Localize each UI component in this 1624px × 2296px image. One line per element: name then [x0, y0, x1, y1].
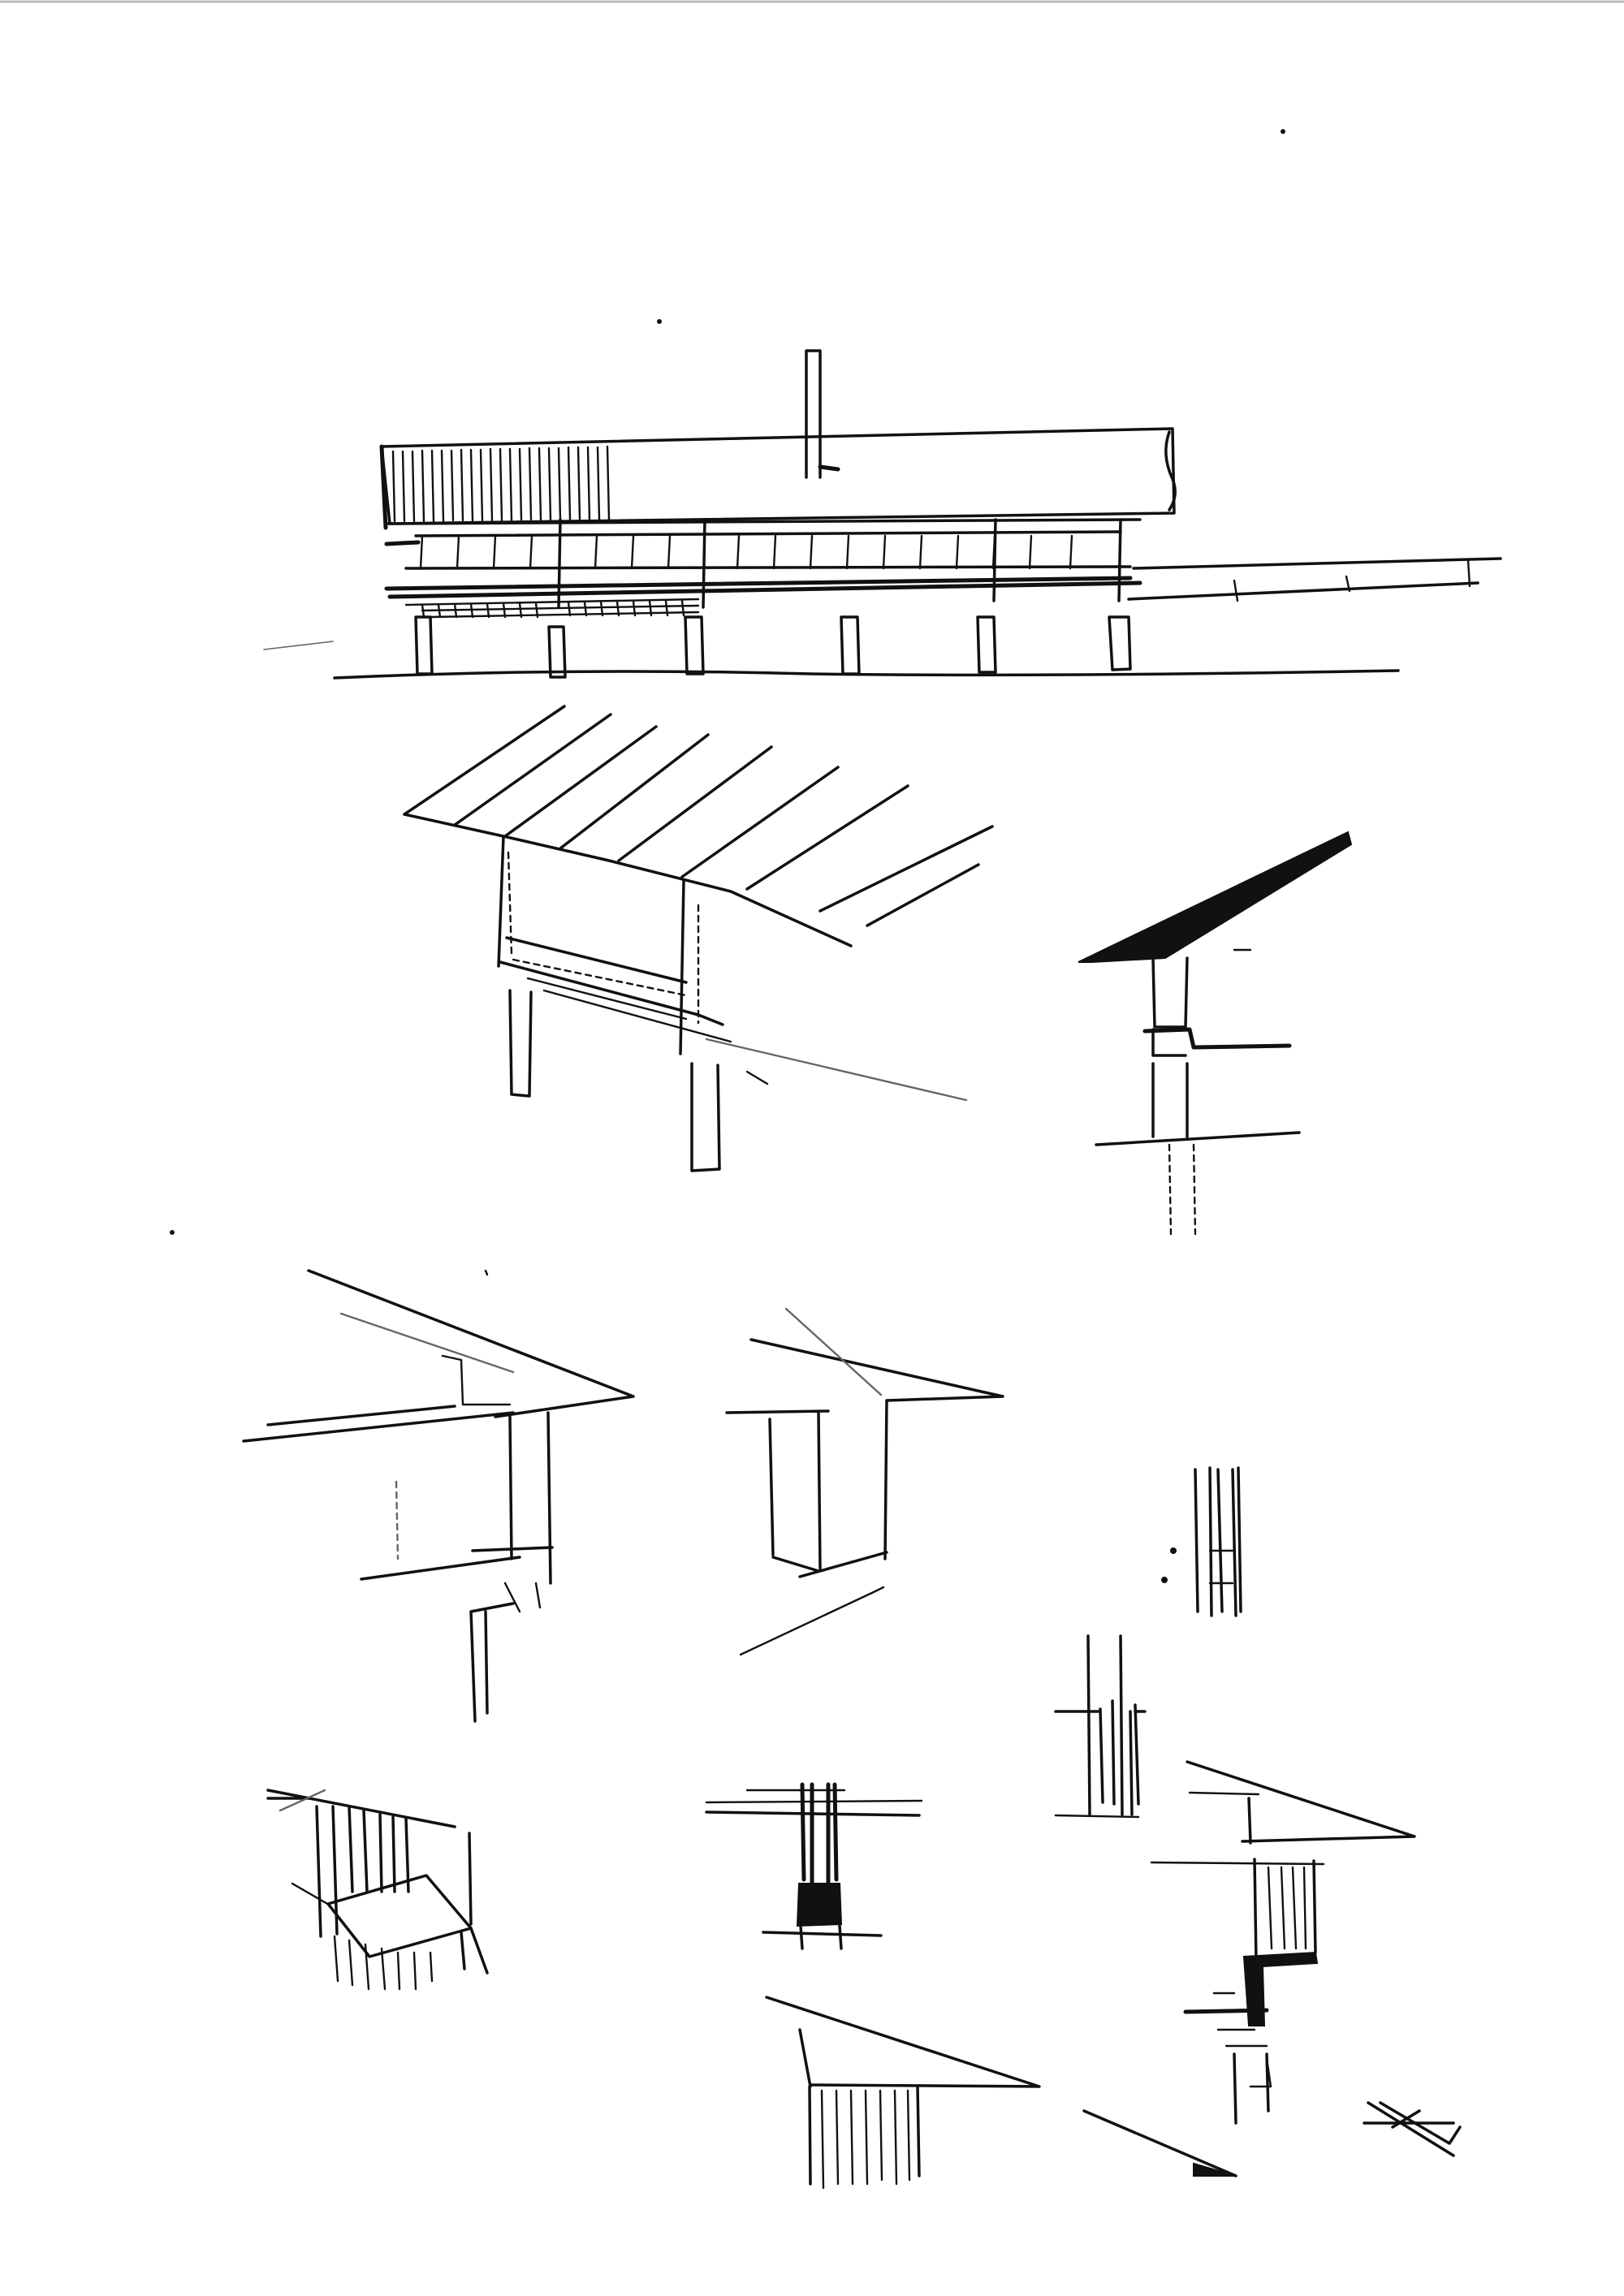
main-posts [557, 518, 1122, 609]
column-right [690, 1062, 721, 1172]
roof-section-fill [1078, 831, 1353, 963]
floor-slab [1142, 1027, 1292, 1050]
joint-block [796, 1883, 843, 1927]
long-elevation-sketch [263, 349, 1502, 680]
mullion-lines [1194, 1466, 1242, 1617]
eave-slatted-detail-sketch [765, 1996, 1041, 2190]
floor-edge [387, 580, 1142, 599]
column-left [508, 989, 533, 1098]
roof-perspective-sketch [403, 705, 994, 1172]
wall-section [508, 1411, 552, 1585]
window-frame [725, 1409, 830, 1570]
hanging-slats [820, 2089, 911, 2190]
sill-fill [1242, 1951, 1319, 2026]
roof-edge-fragments-sketch [1082, 2101, 1462, 2177]
column-joint-detail-sketch [705, 1782, 923, 1950]
support-piers [414, 615, 1132, 679]
ground-line [333, 669, 1400, 680]
roof-overhang-3 [1186, 1760, 1416, 1845]
overhang-detail-middle-sketch [725, 1307, 1004, 1656]
terrace-rail [1127, 557, 1502, 601]
roof-overhang-2 [749, 1338, 1004, 1402]
mullion-detail-1-sketch [1161, 1466, 1242, 1617]
glazing-mullions [419, 534, 1073, 570]
roof-overhang-4 [765, 1996, 1041, 2088]
column-below [469, 1602, 515, 1723]
eave-edge [403, 813, 853, 947]
roof-overhang [307, 1269, 635, 1418]
eave-section-2-sketch [1150, 1760, 1416, 2125]
wall-panel [497, 835, 688, 1055]
ground-line-section [1095, 1131, 1301, 1146]
column-joint [800, 1782, 839, 1886]
footing [1168, 1143, 1197, 1236]
bench-front-slats [333, 1935, 434, 1991]
roof-cladding-hatching [391, 445, 611, 523]
chimney [805, 349, 822, 479]
fragment-fill-1 [1193, 2162, 1237, 2177]
cladding-slats [1267, 1866, 1307, 1950]
bench-perspective-sketch [266, 1789, 489, 1991]
roof-fascia [380, 427, 1176, 525]
eave-section-1-sketch [1078, 831, 1353, 1236]
overhang-detail-left-sketch [242, 1269, 635, 1723]
mullion-detail-2-sketch [1054, 1634, 1147, 1819]
backrest-slats [315, 1805, 410, 1938]
rafters [403, 705, 994, 927]
